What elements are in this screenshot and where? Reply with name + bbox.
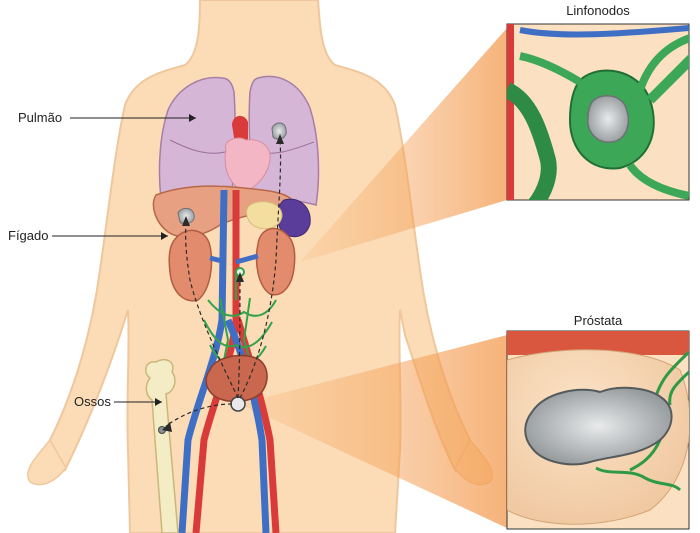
prostate-marker xyxy=(230,396,246,412)
linfonodos-title: Linfonodos xyxy=(566,3,630,18)
linfonodos-zoom-cone xyxy=(300,28,507,262)
prostata-inset xyxy=(506,330,690,530)
path-to-lung xyxy=(239,139,282,399)
linfonodos-inset xyxy=(506,23,690,201)
path-to-bone xyxy=(165,403,233,427)
lymph-vessel-left xyxy=(507,82,557,200)
prostata-zoom-cone xyxy=(240,335,507,528)
heart-body xyxy=(224,137,271,193)
pulmao-label: Pulmão xyxy=(18,110,62,125)
prostate-tumor xyxy=(524,386,673,466)
stomach xyxy=(246,201,283,230)
ossos-label: Ossos xyxy=(74,394,111,409)
bladder xyxy=(205,354,268,412)
renal-vein-right xyxy=(235,253,259,265)
path-to-lymph xyxy=(237,277,241,399)
femur-shape xyxy=(145,358,179,533)
prostata-title: Próstata xyxy=(574,313,623,328)
prostate-vessel-3 xyxy=(595,466,682,492)
liver-metastasis xyxy=(177,207,195,225)
lung-metastasis xyxy=(271,122,287,140)
figado-label: Fígado xyxy=(8,228,48,243)
prostate-vessel-2 xyxy=(668,370,689,406)
renal-vein-left xyxy=(209,255,227,265)
heart xyxy=(224,115,271,193)
left-hand xyxy=(27,438,67,486)
lymph-node-metastasis xyxy=(587,95,630,143)
metastasis-arrowheads xyxy=(162,134,284,432)
left-kidney xyxy=(168,229,213,302)
callouts: Pulmão Fígado Ossos xyxy=(8,110,196,409)
metastasis-paths xyxy=(165,139,282,427)
